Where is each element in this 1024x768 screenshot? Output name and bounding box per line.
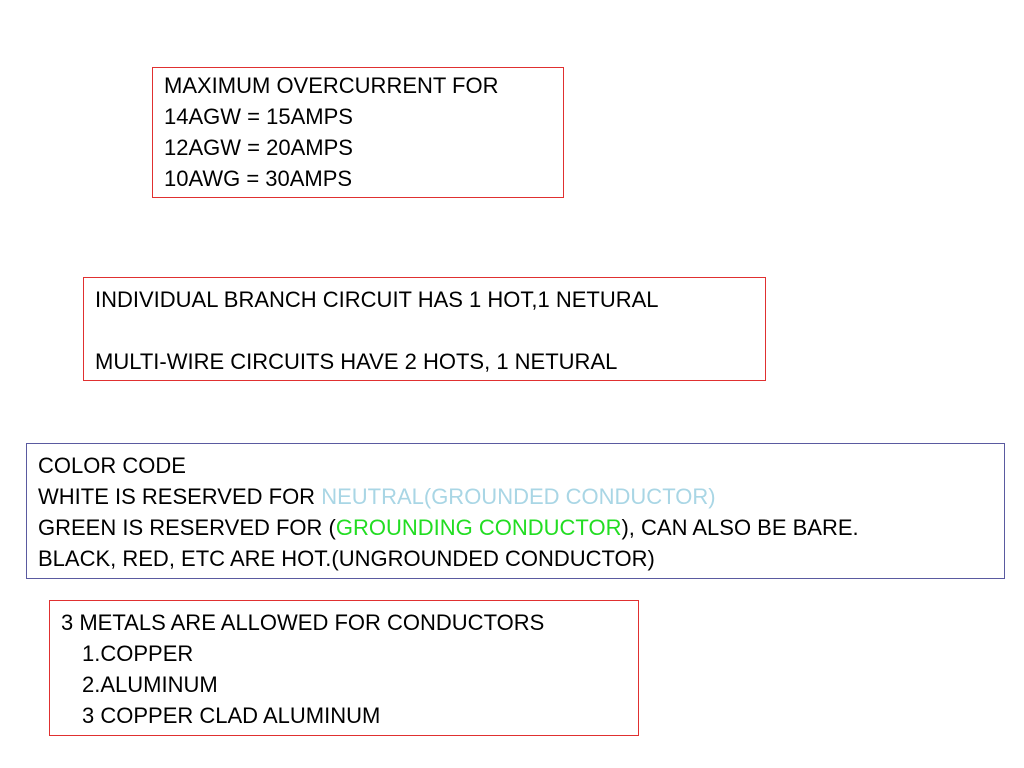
overcurrent-line-10awg: 10AWG = 30AMPS [164,166,353,191]
color-code-box: COLOR CODE WHITE IS RESERVED FOR NEUTRAL… [26,443,1005,579]
overcurrent-line-12awg: 12AGW = 20AMPS [164,135,353,160]
white-prefix: WHITE IS RESERVED FOR [38,484,322,509]
metals-heading: 3 METALS ARE ALLOWED FOR CONDUCTORS [61,610,545,635]
overcurrent-box: MAXIMUM OVERCURRENT FOR 14AGW = 15AMPS 1… [152,67,564,198]
green-reserved-line: GREEN IS RESERVED FOR (GROUNDING CONDUCT… [38,512,1004,543]
green-suffix: ), CAN ALSO BE BARE. [621,515,859,540]
metal-item-aluminum: 2.ALUMINUM [82,672,218,697]
neutral-highlight: NEUTRAL(GROUNDED CONDUCTOR) [321,484,716,509]
branch-spacer [95,315,765,346]
hot-conductor-line: BLACK, RED, ETC ARE HOT.(UNGROUNDED COND… [38,546,655,571]
grounding-highlight: GROUNDING CONDUCTOR [335,515,622,540]
individual-branch-text: INDIVIDUAL BRANCH CIRCUIT HAS 1 HOT,1 NE… [95,287,659,312]
color-code-heading: COLOR CODE [38,453,186,478]
overcurrent-heading: MAXIMUM OVERCURRENT FOR [164,73,499,98]
metal-item-copper: 1.COPPER [82,641,194,666]
green-prefix: GREEN IS RESERVED FOR ( [38,515,336,540]
multi-wire-text: MULTI-WIRE CIRCUITS HAVE 2 HOTS, 1 NETUR… [95,349,618,374]
metals-box: 3 METALS ARE ALLOWED FOR CONDUCTORS 1.CO… [49,600,639,736]
overcurrent-line-14awg: 14AGW = 15AMPS [164,104,353,129]
white-reserved-line: WHITE IS RESERVED FOR NEUTRAL(GROUNDED C… [38,481,1004,512]
metal-item-copper-clad: 3 COPPER CLAD ALUMINUM [82,703,381,728]
branch-circuit-box: INDIVIDUAL BRANCH CIRCUIT HAS 1 HOT,1 NE… [83,277,766,381]
